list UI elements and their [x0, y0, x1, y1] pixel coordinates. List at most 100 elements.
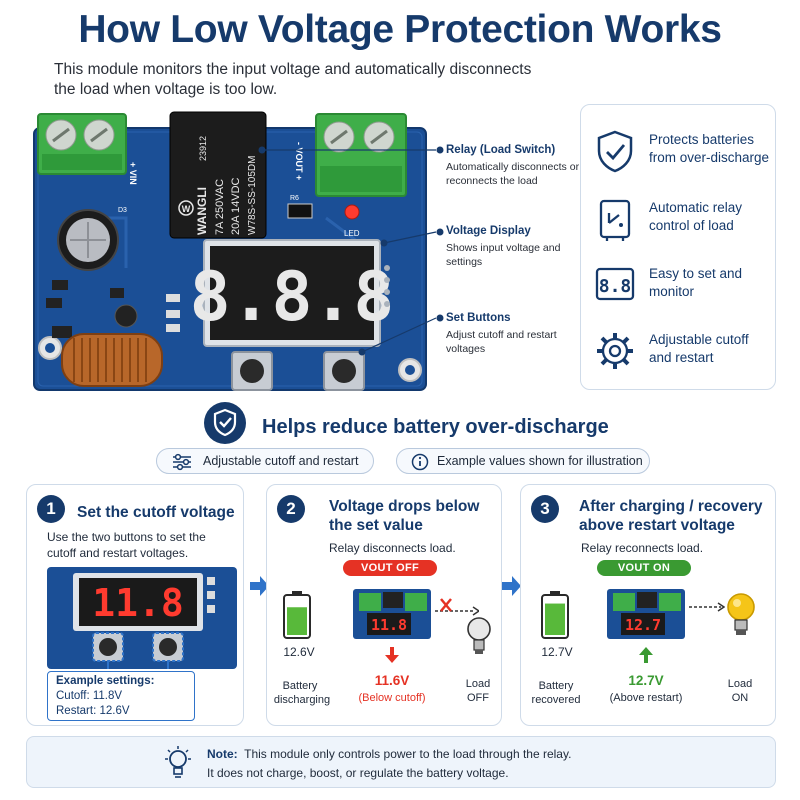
step-desc: Relay reconnects load.	[581, 541, 704, 555]
small-capacitor	[114, 304, 138, 328]
vout-terminal	[315, 113, 407, 197]
load-label-2: ON	[731, 692, 749, 704]
lightbulb-icon	[165, 746, 191, 778]
battery-label-1: Battery	[538, 680, 574, 692]
callout-display: Voltage Display Shows input voltage and …	[446, 224, 581, 269]
step-2-card: 2 Voltage drops below the set value Rela…	[266, 484, 502, 726]
set-button-left	[231, 351, 273, 391]
vout-off-tag: VOUT OFF	[343, 560, 437, 576]
arrow-right-icon	[502, 576, 521, 596]
feature-item: Adjustable cutoff and restart	[581, 319, 777, 385]
display-icon: 8.8	[595, 267, 635, 301]
callout-display-desc: Shows input voltage and settings	[446, 242, 561, 268]
inductor-coil	[61, 333, 163, 387]
info-icon	[411, 453, 429, 471]
gear-icon	[597, 333, 633, 369]
load-label-1: Load	[465, 678, 491, 690]
pill-label: Adjustable cutoff and restart	[203, 454, 359, 468]
note-text: This module only controls power to the l…	[244, 747, 572, 761]
battery-level-fill	[287, 607, 307, 635]
sliders-icon	[173, 453, 191, 471]
smd-component	[46, 298, 62, 308]
pill-adjustable: Adjustable cutoff and restart	[156, 448, 374, 474]
resistor	[166, 324, 180, 332]
pill-illustration: Example values shown for illustration	[396, 448, 650, 474]
resistor	[166, 310, 180, 318]
page-subtitle: This module monitors the input voltage a…	[54, 61, 532, 98]
bulb-off-icon	[467, 617, 491, 654]
pill-label: Example values shown for illustration	[437, 454, 643, 468]
module-board-illustration: + VIN W WANGLI 23912 7A 250VAC 20A 14VDC…	[26, 108, 436, 398]
relay-component: W WANGLI 23912 7A 250VAC 20A 14VDC W78S-…	[169, 111, 267, 239]
step-value-note: (Above restart)	[609, 692, 683, 704]
feature-text: Adjustable cutoff and restart	[649, 332, 749, 365]
feature-text: Automatic relay control of load	[649, 200, 743, 233]
display-reading: 11.8	[371, 616, 407, 634]
battery-voltage: 12.6V	[283, 645, 315, 659]
relay-icon	[599, 199, 631, 241]
module-closeup-illustration: 11.8	[47, 567, 237, 669]
callout-relay-title: Relay (Load Switch)	[446, 144, 556, 156]
step-3-card: 3 After charging / recovery above restar…	[520, 484, 776, 726]
example-cutoff: Cutoff: 11.8V	[56, 690, 123, 702]
shield-check-icon	[597, 130, 633, 173]
diode-r6	[287, 203, 313, 219]
note-box: Note: This module only controls power to…	[26, 736, 776, 788]
battery-icon	[541, 591, 569, 639]
battery-voltage: 12.7V	[541, 645, 573, 659]
callout-display-title: Voltage Display	[446, 225, 531, 237]
r6-label: R6	[290, 195, 299, 202]
feature-item: 8.8 Easy to set and monitor	[581, 253, 777, 319]
bulb-on-icon	[727, 593, 755, 635]
step-value: 11.6V	[374, 673, 410, 688]
step-1-card: 1 Set the cutoff voltage Use the two but…	[26, 484, 244, 726]
callout-buttons-desc: Adjust cutoff and restart voltages	[446, 329, 557, 355]
benefit-banner: Helps reduce battery over-discharge	[0, 402, 800, 452]
feature-text: Easy to set and monitor	[649, 266, 743, 299]
step-desc: Use the two buttons to set the cutoff an…	[47, 530, 206, 560]
features-panel: Protects batteries from over-discharge A…	[580, 104, 776, 390]
vout-on-tag: VOUT ON	[597, 560, 691, 576]
step-number: 2	[277, 495, 305, 523]
smd-component	[110, 288, 124, 298]
callout-buttons-title: Set Buttons	[446, 312, 511, 324]
page-title: How Low Voltage Protection Works	[78, 8, 722, 51]
step-value: 12.7V	[628, 673, 664, 688]
shield-check-icon	[204, 402, 246, 444]
module-mini-illustration: 12.7	[607, 589, 685, 639]
smd-component	[52, 280, 68, 290]
led-indicator	[344, 204, 360, 220]
d3-label: D3	[118, 207, 127, 214]
disconnect-cross-icon	[435, 598, 479, 616]
battery-icon	[283, 591, 311, 639]
battery-level-fill	[545, 603, 565, 635]
note-line-1: Note: This module only controls power to…	[207, 747, 571, 761]
callout-relay: Relay (Load Switch) Automatically discon…	[446, 143, 581, 188]
battery-label-2: recovered	[531, 694, 581, 706]
feature-item: Automatic relay control of load	[581, 187, 777, 253]
step-title-line-1: After charging / recovery	[579, 498, 763, 515]
callout-buttons: Set Buttons Adjust cutoff and restart vo…	[446, 311, 581, 356]
example-restart: Restart: 12.6V	[56, 705, 130, 717]
svg-text:W: W	[182, 204, 191, 214]
callout-relay-desc: Automatically disconnects or reconnects …	[446, 161, 580, 187]
display-reading: 12.7	[625, 616, 661, 634]
step-title-line-2: the set value	[329, 517, 423, 534]
battery-label-2: discharging	[273, 694, 331, 706]
smd-component	[52, 326, 72, 338]
relay-code: 23912	[198, 136, 208, 161]
arrow-up-icon	[639, 647, 653, 663]
step-title-line-1: Voltage drops below	[329, 498, 480, 515]
load-label-2: OFF	[467, 692, 489, 704]
note-line-2: It does not charge, boost, or regulate t…	[207, 766, 509, 780]
capacitor	[57, 209, 119, 271]
step-title: Set the cutoff voltage	[77, 504, 235, 521]
load-label-1: Load	[727, 678, 753, 690]
arrow-down-icon	[385, 647, 399, 663]
step-value-note: (Below cutoff)	[358, 692, 426, 704]
relay-line-3: W78S-SS-105DM	[247, 156, 258, 235]
resistor	[166, 294, 180, 302]
banner-text: Helps reduce battery over-discharge	[262, 416, 609, 438]
example-settings-box: Example settings: Cutoff: 11.8V Restart:…	[47, 671, 195, 721]
